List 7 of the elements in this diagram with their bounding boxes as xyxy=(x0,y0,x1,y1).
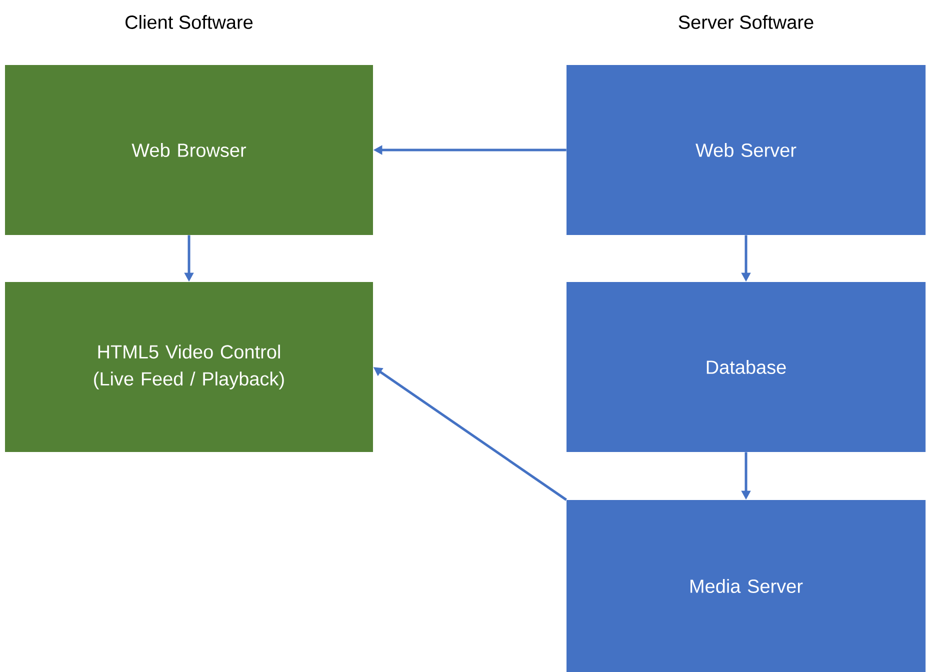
process-box: Database xyxy=(566,282,926,452)
process-box: Web Browser xyxy=(5,65,373,235)
column-heading: Client Software xyxy=(126,15,253,29)
process-box: Web Server xyxy=(566,65,926,235)
process-box: HTML5 Video Control (Live Feed / Playback) xyxy=(5,282,373,452)
process-box: Media Server xyxy=(566,500,926,672)
column-heading: Server Software xyxy=(678,15,814,29)
